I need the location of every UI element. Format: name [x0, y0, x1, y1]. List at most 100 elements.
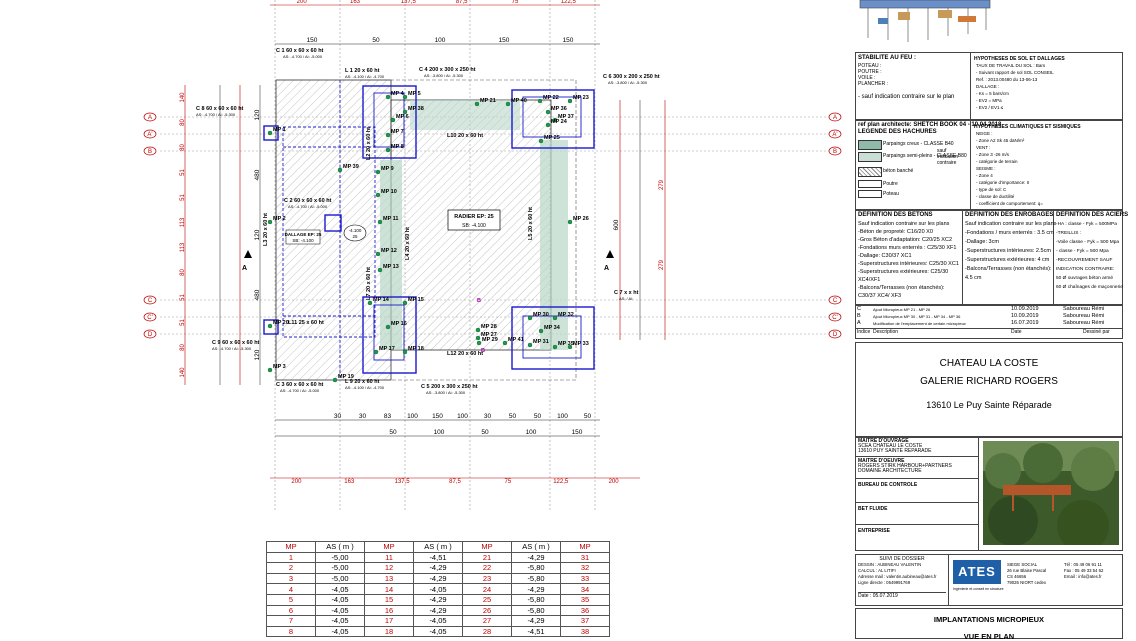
c4-level: AS: -3.800 / Ai: -5.300: [424, 73, 464, 78]
betons-title: DEFINITION DES BETONS: [858, 212, 933, 218]
dimension-label: 200: [609, 479, 620, 485]
l2-label: L2 20 x 60 ht: [366, 127, 372, 160]
mp-number-cell: 34: [560, 583, 610, 595]
micropile-dot: [527, 342, 533, 348]
th-mp-4: MP: [560, 541, 610, 553]
micropile-dot: [545, 122, 551, 128]
l9-level: AS: -4.100 / Ai: -4.700: [345, 385, 385, 390]
dimension-label: 75: [505, 479, 512, 485]
dallage-level: SB: -4.100: [292, 238, 314, 243]
c6-label: C 6 300 x 200 x 250 ht: [603, 74, 660, 80]
dimension-label: 80: [180, 144, 186, 151]
as-level-cell: -4,29: [413, 572, 463, 585]
info-line: -Superstructures extérieures: C25/30: [858, 269, 949, 275]
micropile-label: MP 20: [273, 320, 289, 326]
th-as-2: AS ( m ): [413, 541, 463, 553]
micropile-label: MP 34: [544, 325, 561, 331]
axis-bubble: [828, 146, 842, 156]
axis-bubble: [828, 129, 842, 139]
dimension-label: 122,5: [561, 0, 577, 5]
as-level-cell: -4,05: [315, 593, 365, 606]
axis-label: A': [147, 132, 152, 138]
revision-header: Indice: [857, 328, 871, 335]
revision-header: Dessiné par: [1083, 328, 1110, 335]
micropile-dot: [267, 367, 273, 373]
info-line: XC4/XF1: [858, 277, 881, 283]
dimension-label: 80: [180, 119, 186, 126]
level-marker-thickness: 25: [352, 234, 358, 239]
axis-bubble: [143, 112, 157, 122]
info-line: 4.5 cm: [965, 275, 982, 281]
info-line: - Zone 3 -26 m/s: [976, 152, 1010, 157]
micropile-label: MP 31: [533, 339, 549, 345]
axis-bubble: [143, 329, 157, 339]
micropile-dot: [505, 101, 511, 107]
micropile-label: MP 7: [391, 129, 404, 135]
cut-marker-right: A: [604, 265, 609, 272]
axis-label: D: [148, 332, 153, 338]
axis-label: C': [147, 315, 152, 321]
as-level-cell: -4,05: [315, 625, 365, 638]
mp-number-cell: 15: [364, 593, 414, 606]
info-line: -Voile classe - Fyk = 500 Mpa: [1056, 240, 1120, 245]
info-line: SIEGE SOCIAL: [1007, 562, 1038, 567]
info-line: CALCUL : AL LITIFI: [858, 568, 896, 573]
info-line: Ref. : 2013.00480 du 13-06-13: [976, 77, 1038, 82]
c5-label: C 5 200 x 300 x 250 ht: [421, 384, 478, 390]
micropile-label: MP 40: [511, 98, 527, 104]
as-level-cell: -4,05: [413, 615, 463, 627]
svg-text:B: B: [477, 298, 481, 304]
info-line: Tél : 05 49 06 91 11: [1064, 562, 1102, 567]
micropile-dot: [545, 109, 551, 115]
micropile-dot: [552, 344, 558, 350]
info-line: Ligne directe : 0549991769: [858, 580, 911, 585]
stabilite-line: POUTRE :: [858, 69, 882, 75]
micropile-dot: [537, 98, 543, 104]
info-line: - Zone A2 Sk 45 daN/m²: [976, 138, 1025, 143]
revision-header: Description: [873, 328, 899, 335]
svg-text:B: B: [481, 348, 485, 354]
dimension-label: 100: [526, 429, 537, 436]
as-level-cell: -5,80: [511, 562, 561, 574]
micropile-markers: [267, 94, 573, 383]
info-line: -Balcons/Terrasses (non étanchés):: [858, 285, 945, 291]
micropile-dot: [502, 340, 508, 346]
dimension-label: 600: [613, 219, 620, 230]
micropile-dot: [332, 377, 338, 383]
axis-label: D: [833, 332, 838, 338]
micropile-label: MP 32: [558, 312, 574, 318]
dimension-label: 87,5: [449, 479, 461, 485]
micropile-label: MP 37: [558, 114, 574, 120]
info-line: - classe de ductilité: [976, 194, 1015, 199]
as-level-cell: -4,05: [315, 583, 365, 595]
section-cut-markers: A A: [242, 250, 614, 272]
micropile-dot: [390, 117, 396, 123]
micropile-label: MP 16: [391, 321, 407, 327]
dimension-label: 279: [659, 259, 665, 270]
as-level-cell: -4,05: [413, 625, 463, 638]
th-mp-1: MP: [266, 541, 316, 553]
micropile-dot: [567, 344, 573, 350]
c6-level: AS: -3.800 / Ai: -5.300: [608, 80, 648, 85]
info-line: SEISME :: [976, 166, 996, 171]
column-labels: C 1 60 x 60 x 60 ht AS: -4.700 / Ai: -5.…: [196, 48, 660, 395]
micropile-label: MP 41: [508, 337, 524, 343]
micropile-label: MP 25: [544, 135, 560, 141]
dimension-label: 80: [180, 269, 186, 276]
mp-number-cell: 24: [462, 583, 512, 595]
th-as-1: AS ( m ): [315, 541, 365, 553]
info-line: - Suivant rapport de sol SOL CONSEIL: [976, 70, 1054, 75]
foundation-pads: [263, 85, 595, 374]
c4-label: C 4 200 x 300 x 250 ht: [419, 67, 476, 73]
as-level-cell: -4,05: [315, 615, 365, 627]
micropile-label: MP 38: [408, 106, 424, 112]
level-marker: -4.100: [349, 228, 362, 233]
micropile-label: MP 1: [273, 127, 286, 133]
micropile-dot: [474, 101, 480, 107]
as-level-cell: -4,51: [511, 625, 561, 638]
revision-date: 10.09.2019: [1011, 313, 1039, 319]
maitre-ouvrage-title: MAITRE D'OUVRAGE: [858, 438, 909, 444]
c1-level: AS: -4.700 / Ai: -5.000: [283, 54, 323, 59]
